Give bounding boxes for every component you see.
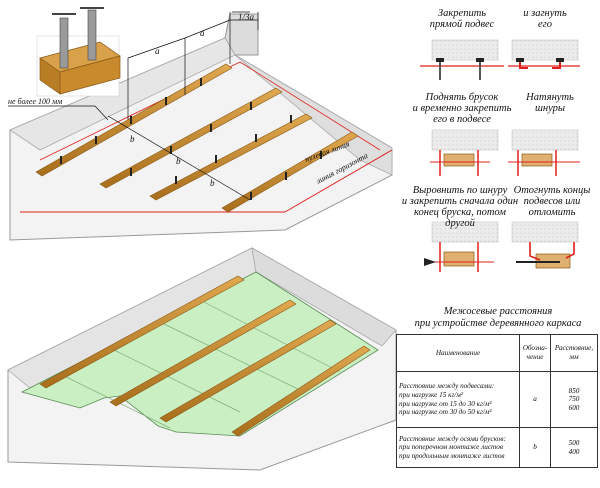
dim-b-label-2: b [176, 156, 181, 166]
table-row: Расстояние между подвесами: при нагрузке… [396, 371, 598, 428]
row-name-cell: Расстояние между осями брусков: при попе… [396, 427, 520, 468]
bar [109, 299, 297, 407]
step-panel-3 [430, 129, 499, 176]
table-header-row: Наименование Обозна- чение Расстояние, м… [396, 334, 598, 372]
bar [149, 113, 313, 201]
step-caption-1: Закрепить прямой подвес [412, 8, 512, 30]
row-value: 500 [568, 438, 580, 447]
step-caption-text: Закрепить прямой подвес [429, 8, 495, 30]
dim-a-label-2: a [200, 28, 205, 38]
table-row: Расстояние между осями брусков: при попе… [396, 427, 598, 468]
header-name: Наименование [396, 334, 520, 372]
row-name-line: при продольным монтаже листов [399, 451, 505, 460]
bar [35, 63, 233, 177]
table-title: Межосевые расстояния при устройстве дере… [398, 306, 598, 330]
step-panel-6 [511, 221, 579, 269]
bar [39, 275, 245, 389]
step-caption-6: Отогнуть концы подвесов или отломить [510, 185, 594, 218]
bar [159, 319, 337, 423]
row-name-line: при нагрузке 15 кг/м² [399, 390, 463, 399]
bottom-room [7, 247, 397, 471]
row-name-line: при поперечном монтаже листов [399, 443, 503, 452]
dim-b-label-3: b [210, 178, 215, 188]
side-wall [251, 247, 397, 347]
step-caption-5: Выровнить по шнуру и закрепить сначала о… [398, 185, 522, 229]
step-panel-4 [508, 129, 580, 176]
row-name-cell: Расстояние между подвесами: при нагрузке… [396, 371, 520, 428]
spacing-table: Наименование Обозна- чение Расстояние, м… [396, 334, 598, 468]
header-distance-text: Расстояние, мм [554, 344, 594, 361]
top-room [8, 11, 393, 241]
dim-a-label-1: a [155, 46, 160, 56]
bar [99, 87, 283, 189]
step-caption-text: Выровнить по шнуру и закрепить сначала о… [401, 185, 519, 229]
bar [231, 345, 371, 437]
bar [221, 131, 359, 213]
step-caption-text: Натянуть шнуры [526, 92, 574, 114]
row-values-cell: 850 750 600 [550, 371, 598, 428]
table-title-text: Межосевые расстояния при устройстве дере… [414, 306, 582, 329]
horizon-line-side [284, 149, 393, 213]
row-designation-cell: b [519, 427, 551, 468]
row-name-line: при нагрузке от 15 до 30 кг/м² [399, 399, 492, 408]
header-designation-text: Обозна- чение [522, 344, 548, 361]
row-designation-cell: a [519, 371, 551, 428]
row-value: 750 [568, 395, 580, 404]
step-panel-5 [424, 221, 499, 272]
header-designation: Обозна- чение [519, 334, 551, 372]
row-value: 600 [568, 403, 580, 412]
dim-b-label-1: b [130, 134, 135, 144]
step-caption-text: Отогнуть концы подвесов или отломить [513, 185, 591, 218]
step-panels [420, 39, 580, 272]
hangers [60, 78, 322, 200]
row-name-line: при нагрузке от 30 до 50 кг/м² [399, 408, 492, 417]
header-distance: Расстояние, мм [550, 334, 598, 372]
row-values-cell: 500 400 [550, 427, 598, 468]
dim-fraction-label: 1/3a [238, 12, 255, 22]
step-caption-2: и загнуть его [500, 8, 590, 30]
hanger-inset [36, 7, 121, 97]
step-caption-text: и загнуть его [523, 8, 567, 30]
step-caption-3: Поднять брусок и временно закрепить его … [404, 92, 520, 125]
side-wall-top [234, 54, 393, 176]
dimension-lines [8, 11, 259, 201]
row-value: 850 [568, 386, 580, 395]
step-caption-text: Поднять брусок и временно закрепить его … [412, 92, 512, 125]
max-edge-label: не более 100 мм [8, 97, 62, 106]
step-caption-4: Натянуть шнуры [505, 92, 595, 114]
row-name-line: Расстояние между осями брусков: [399, 434, 506, 443]
step-panel-1 [420, 39, 504, 80]
row-value: 400 [568, 447, 580, 456]
step-panel-2 [508, 39, 580, 69]
row-name-line: Расстояние между подвесами: [399, 382, 495, 391]
